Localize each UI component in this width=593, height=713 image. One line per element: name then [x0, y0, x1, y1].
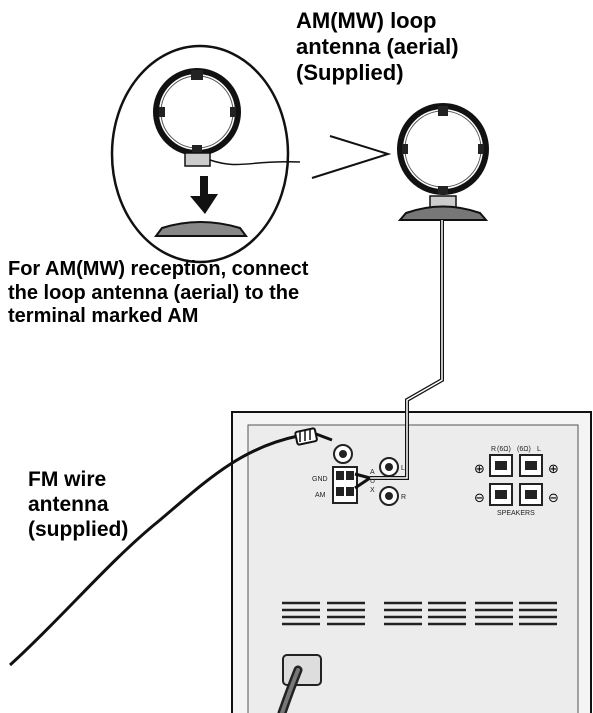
am-antenna-label-line: AM(MW) loop	[296, 8, 437, 33]
am-reception-line: For AM(MW) reception, connect	[8, 258, 309, 280]
detail-callout	[110, 44, 392, 264]
am-reception-line: terminal marked AM	[8, 305, 199, 328]
fm-wire-antenna	[8, 427, 333, 667]
am-antenna-label-line: (Supplied)	[296, 59, 404, 85]
power-socket	[277, 654, 322, 713]
speaker-minus-left: ⊖	[474, 491, 485, 506]
antenna-terminal-block	[332, 466, 358, 504]
speaker-r-label: R	[491, 446, 496, 453]
speaker-plus-right: ⊕	[548, 462, 559, 477]
gnd-terminal-label: GND	[312, 476, 328, 483]
fm-jack	[333, 444, 353, 464]
aux-l-label: L	[401, 465, 405, 472]
speakers-label: SPEAKERS	[497, 510, 535, 517]
speaker-l-label: L	[537, 446, 541, 453]
am-antenna-label-line: antenna (aerial)	[296, 33, 459, 59]
speaker-minus-right: ⊖	[548, 491, 559, 506]
aux-jack-l	[379, 457, 399, 477]
aux-label-u: U	[370, 478, 375, 485]
aux-r-label: R	[401, 494, 406, 501]
fm-antenna-label-line: FM wire	[28, 468, 107, 491]
fm-antenna-label-line: antenna	[28, 492, 109, 516]
aux-label-a: A	[370, 469, 375, 476]
am-lead-wire	[354, 220, 444, 490]
am-loop-antenna	[397, 103, 489, 221]
speaker-ohm-right: (6Ω)	[517, 446, 531, 453]
am-reception-instruction: For AM(MW) reception, connect the loop a…	[8, 258, 308, 329]
fm-antenna-label-line: (supplied)	[28, 517, 129, 541]
speaker-ohm-left: (6Ω)	[497, 446, 511, 453]
fm-antenna-label: FM wire antenna (supplied)	[28, 468, 128, 542]
am-antenna-label: AM(MW) loop antenna (aerial) (Supplied)	[296, 8, 459, 86]
am-reception-line: the loop antenna (aerial) to the	[8, 281, 300, 304]
vent-grille	[282, 601, 557, 626]
speaker-plus-left: ⊕	[474, 462, 485, 477]
am-terminal-label: AM	[315, 492, 326, 499]
speaker-terminals	[489, 454, 543, 506]
aux-label-x: X	[370, 487, 375, 494]
aux-jack-r	[379, 486, 399, 506]
